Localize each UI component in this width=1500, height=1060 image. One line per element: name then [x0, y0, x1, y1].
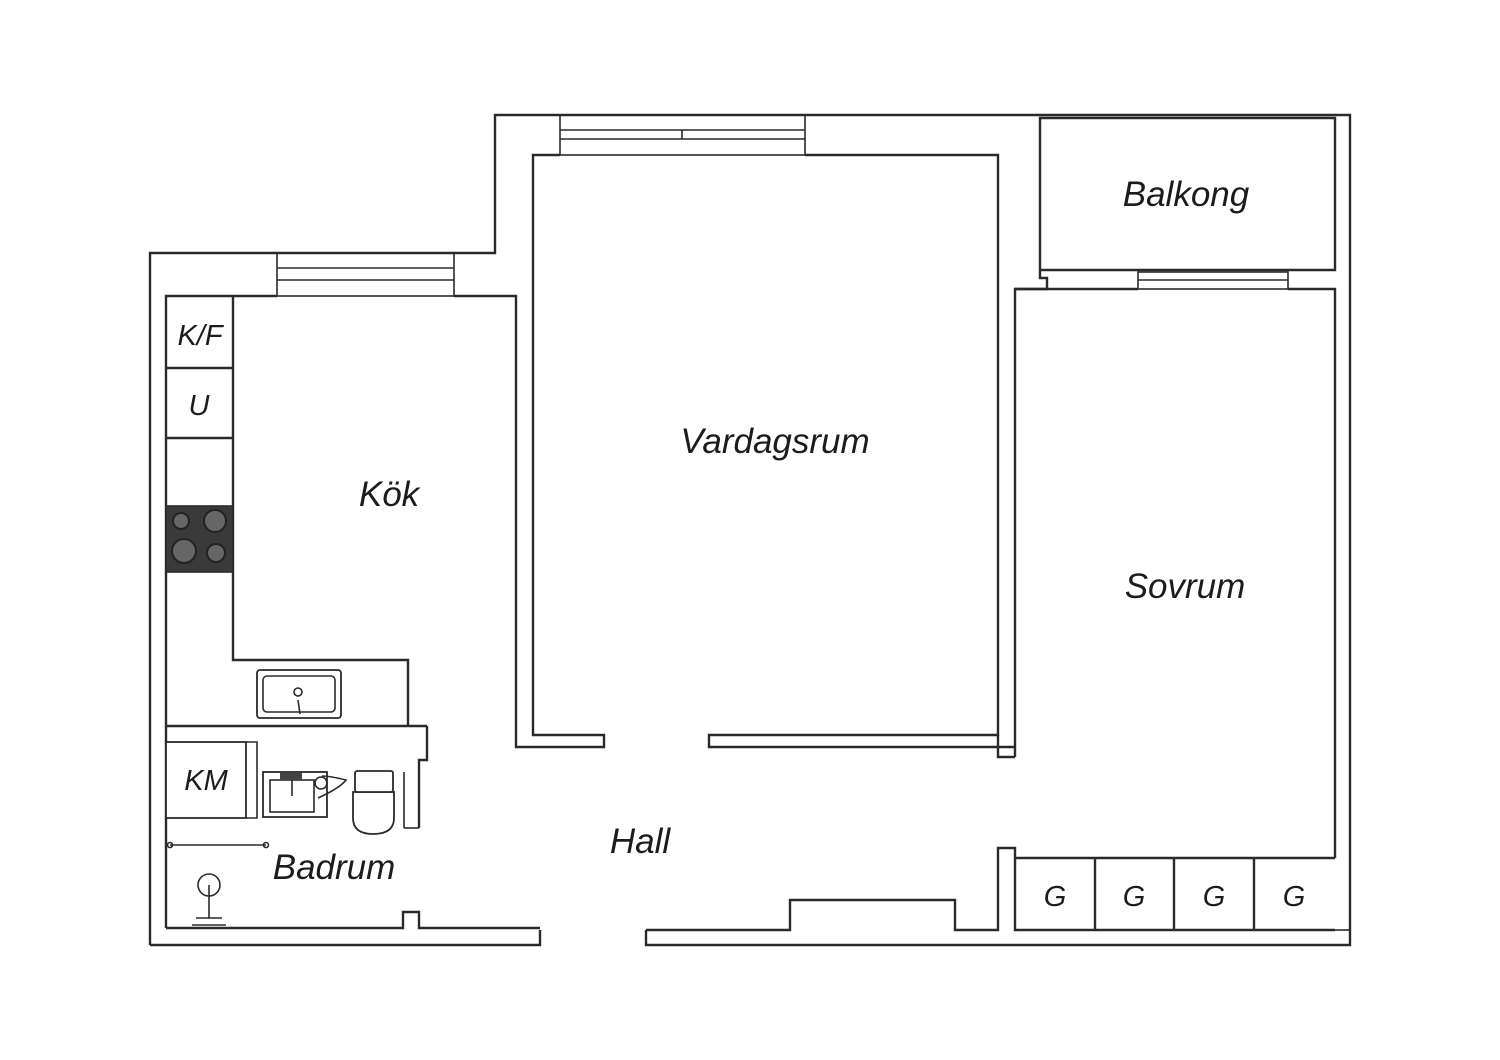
- living-room-label: Vardagsrum: [680, 422, 869, 461]
- bedroom-label: Sovrum: [1125, 567, 1246, 606]
- wardrobe-label: G: [1044, 881, 1067, 913]
- washing-machine-label: KM: [184, 765, 228, 797]
- wardrobe-label: G: [1123, 881, 1146, 913]
- kitchen-label: Kök: [359, 475, 421, 514]
- balcony-label: Balkong: [1123, 175, 1250, 214]
- fridge-freezer-label: K/F: [177, 320, 224, 352]
- wardrobe-label: G: [1203, 881, 1226, 913]
- oven-label: U: [189, 390, 211, 422]
- outer-walls: [148, 113, 1352, 947]
- bathroom-fixtures: [165, 726, 429, 926]
- stove: [165, 505, 234, 573]
- wardrobe-label: G: [1283, 881, 1306, 913]
- hall-label: Hall: [610, 822, 672, 861]
- kitchen-counter: [166, 296, 427, 728]
- windows: [276, 114, 1289, 297]
- wardrobes: [1093, 858, 1256, 930]
- bathroom-label: Badrum: [273, 848, 396, 887]
